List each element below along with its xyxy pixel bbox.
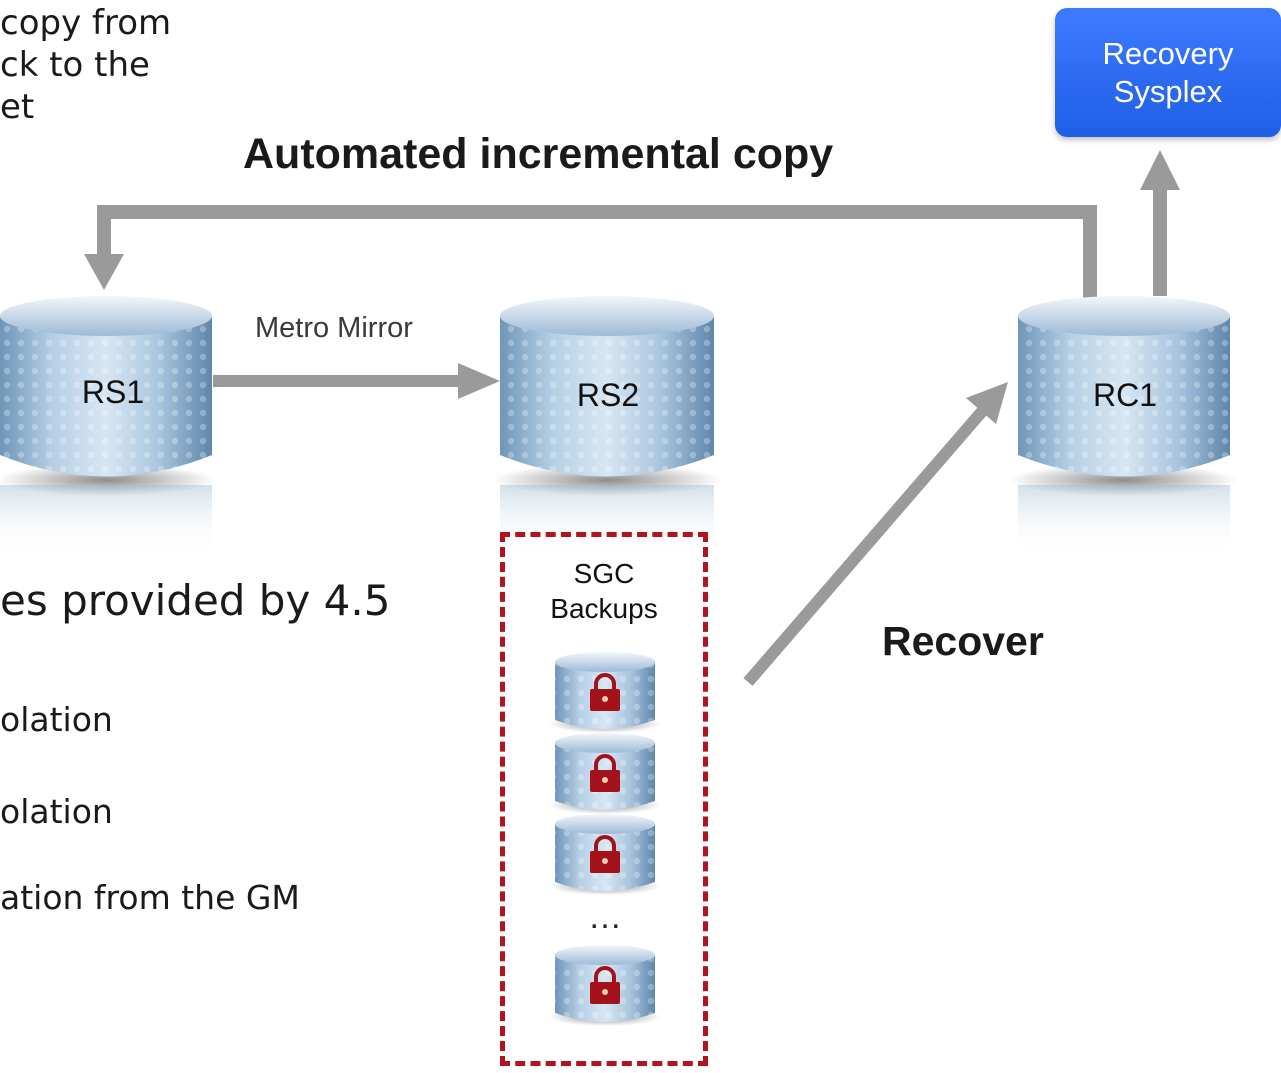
sgc-title-line-1: SGC	[573, 558, 635, 589]
metro-mirror-arrow	[213, 363, 500, 399]
bullet-item-3: ation from the GM	[0, 878, 300, 917]
left-text-line-3: et	[0, 87, 35, 127]
bullet-item-1: olation	[0, 700, 113, 739]
sgc-more-ellipsis: …	[588, 898, 622, 936]
to-sysplex-arrow	[1140, 150, 1180, 296]
left-text-line-1: copy from	[0, 3, 172, 43]
sgc-backups-title: SGC Backups	[500, 556, 708, 626]
rc1-label: RC1	[1092, 377, 1157, 413]
bullet-item-2: olation	[0, 792, 113, 831]
lock-icon	[590, 835, 620, 873]
features-heading: es provided by 4.5	[0, 576, 391, 625]
recover-arrow	[743, 382, 1008, 686]
sgc-backup-stack	[549, 652, 661, 1026]
rs2-label: RS2	[576, 377, 640, 413]
recovery-sysplex-line-2: Sysplex	[1113, 73, 1223, 109]
rs1-volume	[0, 296, 216, 555]
recovery-sysplex-line-1: Recovery	[1102, 35, 1234, 71]
metro-mirror-label: Metro Mirror	[255, 312, 413, 344]
lock-icon	[590, 673, 620, 711]
rs1-label: RS1	[81, 374, 145, 410]
backup-volume-3	[549, 814, 661, 895]
backup-volume-1	[549, 652, 661, 733]
backup-volume-2	[549, 733, 661, 814]
backup-volume-4	[549, 945, 661, 1026]
rc1-volume	[1008, 296, 1238, 555]
rs2-volume	[492, 296, 722, 555]
left-text-line-2: ck to the	[0, 45, 150, 85]
recovery-sysplex-box: Recovery Sysplex	[1055, 8, 1281, 137]
lock-icon	[590, 754, 620, 792]
automated-copy-label: Automated incremental copy	[243, 130, 834, 178]
sgc-title-line-2: Backups	[550, 593, 658, 624]
automated-copy-arrow	[84, 205, 1097, 298]
sgc-backups-box	[500, 532, 708, 1066]
recover-label: Recover	[882, 618, 1044, 664]
lock-icon	[590, 966, 620, 1004]
